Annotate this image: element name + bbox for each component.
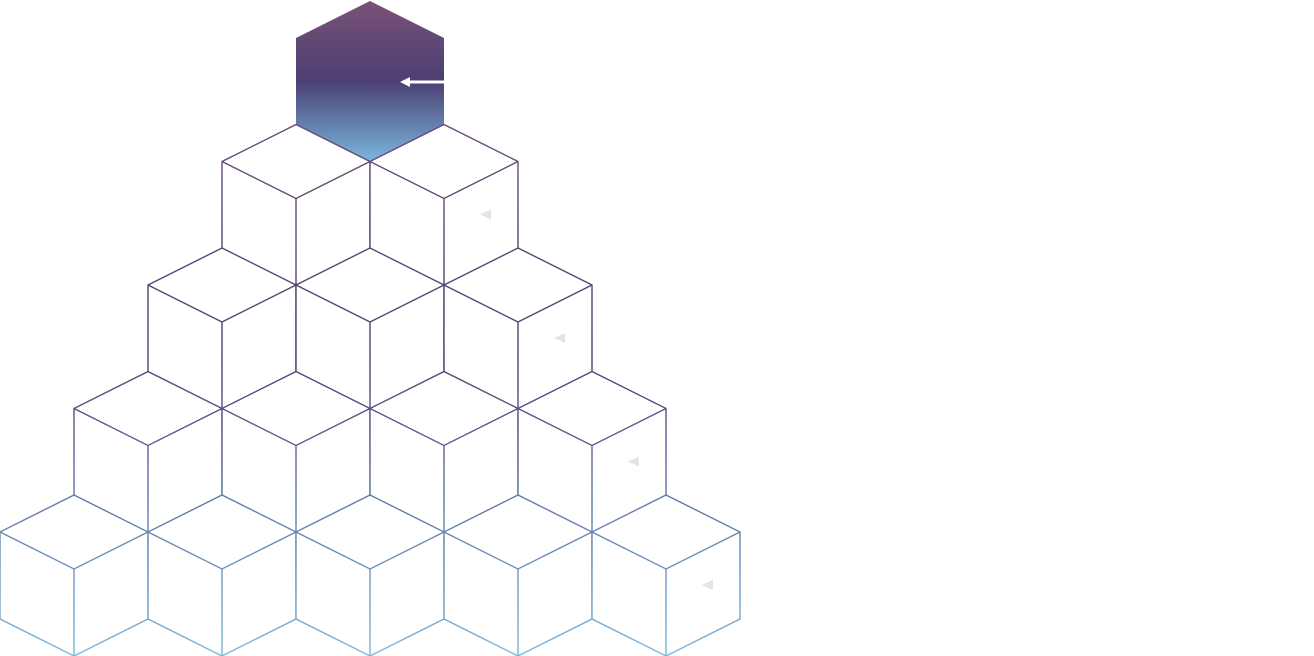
row-3-pointer-triangle bbox=[554, 333, 565, 343]
cube-inner-edges bbox=[295, 284, 445, 409]
cube-r3-c3 bbox=[443, 247, 593, 410]
cube-inner-edges bbox=[147, 531, 297, 656]
row-1-arrow-head bbox=[400, 77, 410, 87]
cube-inner-edges bbox=[221, 407, 371, 533]
cube-inner-edges bbox=[221, 160, 371, 286]
cube-inner-edges bbox=[369, 160, 519, 286]
cube-r2-c1 bbox=[221, 123, 371, 287]
row-5-pointer-triangle bbox=[702, 580, 713, 590]
cube-layer bbox=[0, 1, 741, 656]
cube-inner-edges bbox=[443, 531, 593, 656]
cube-inner-edges bbox=[591, 531, 741, 656]
cube-r5-c5 bbox=[591, 494, 741, 656]
row-2-pointer-triangle bbox=[480, 209, 491, 220]
cube-inner-edges bbox=[73, 407, 223, 533]
cube-inner-edges bbox=[369, 407, 519, 533]
cube-inner-edges bbox=[0, 531, 149, 656]
row-4-pointer-triangle bbox=[628, 456, 639, 467]
cube-r1-c1 bbox=[296, 1, 444, 162]
cube-inner-edges bbox=[517, 407, 667, 533]
cube-inner-edges bbox=[147, 284, 297, 409]
cube-inner-edges bbox=[295, 531, 445, 656]
cube-inner-edges bbox=[443, 284, 593, 409]
pointer-layer bbox=[400, 77, 713, 590]
cube-filled-face bbox=[296, 1, 444, 162]
